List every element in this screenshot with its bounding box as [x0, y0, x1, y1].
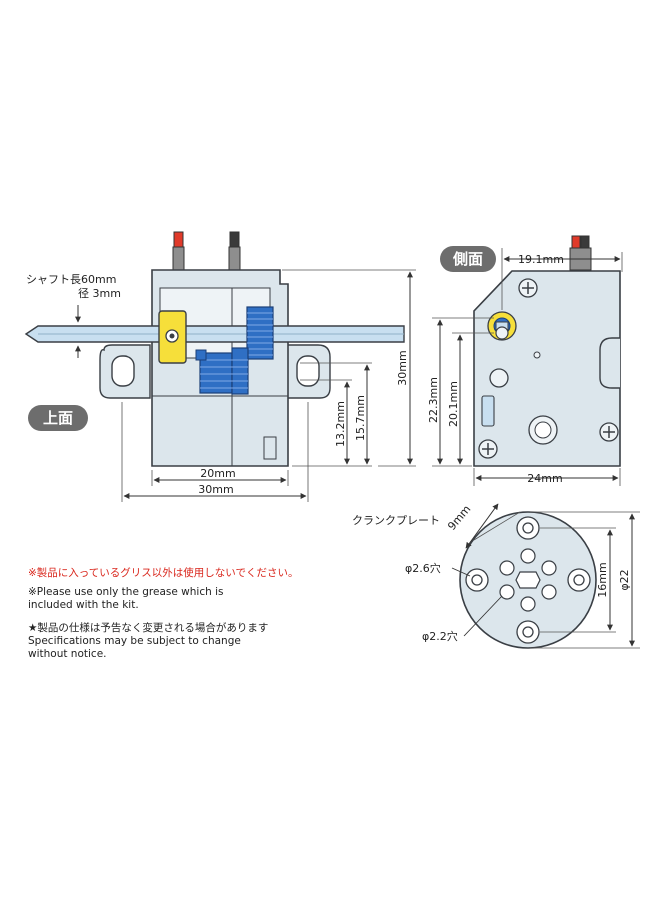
dim-top-30mm-height: 30mm	[396, 350, 409, 385]
dim-side-22-3mm: 22.3mm	[427, 377, 440, 423]
side-view: 側面	[427, 235, 623, 486]
crank-plate-label: クランクプレート	[352, 514, 440, 527]
side-view-tag-text: 側面	[452, 250, 483, 268]
side-view-tag	[440, 246, 496, 272]
dim-side-20-1mm: 20.1mm	[447, 381, 460, 427]
screw-right	[599, 422, 619, 442]
dim-top-15-7mm: 15.7mm	[354, 395, 367, 441]
dim-side-24mm: 24mm	[527, 472, 562, 485]
hole-2-6-label: φ2.6穴	[405, 561, 441, 575]
housing-latch	[263, 436, 277, 460]
dim-side-19-1mm: 19.1mm	[518, 253, 564, 266]
dim-top-13-2mm: 13.2mm	[334, 401, 347, 447]
gear-blue-lower-right	[231, 347, 249, 395]
dim-crank-16mm: 16mm	[596, 562, 609, 597]
dim-top-20mm: 20mm	[200, 467, 235, 480]
screw-top	[518, 278, 538, 298]
shaft-length-label: シャフト長60mm	[26, 273, 116, 286]
wire-terminal-left	[172, 246, 185, 272]
dim-top-30mm-width: 30mm	[198, 483, 233, 496]
spec-jp: ★製品の仕様は予告なく変更される場合があります	[28, 622, 269, 634]
hole-2-2-label: φ2.2穴	[422, 629, 458, 643]
spec-en-line2: without notice.	[28, 648, 107, 660]
notes-block: ※製品に入っているグリス以外は使用しないでください。 ※Please use o…	[28, 567, 358, 661]
side-slot-blue	[481, 395, 495, 427]
shaft-diameter-label: 径 3mm	[78, 287, 121, 300]
dim-crank-phi22: φ22	[618, 569, 631, 590]
mount-hole-right	[296, 355, 320, 387]
top-view-tag-text: 上面	[43, 409, 73, 427]
spec-en-line1: Specifications may be subject to change	[28, 635, 241, 647]
warning-jp: ※製品に入っているグリス以外は使用しないでください。	[28, 567, 299, 579]
top-view-tag	[28, 405, 88, 431]
warning-en-line2: included with the kit.	[28, 599, 139, 611]
crank-plate-view: クランクプレート 9mm 16mm	[352, 503, 640, 649]
screw-bottom-left	[478, 439, 498, 459]
warning-en-line1: ※Please use only the grease which is	[28, 586, 224, 598]
gear-blue-large	[246, 306, 274, 360]
crank-inner-holes	[499, 548, 557, 612]
wire-terminal-right	[228, 246, 241, 272]
dim-crank-9mm: 9mm	[445, 503, 473, 533]
top-view: シャフト長60mm 径 3mm 上面 20mm 30mm 13.2mm 15.7…	[24, 231, 416, 502]
mount-hole-left	[111, 355, 135, 387]
